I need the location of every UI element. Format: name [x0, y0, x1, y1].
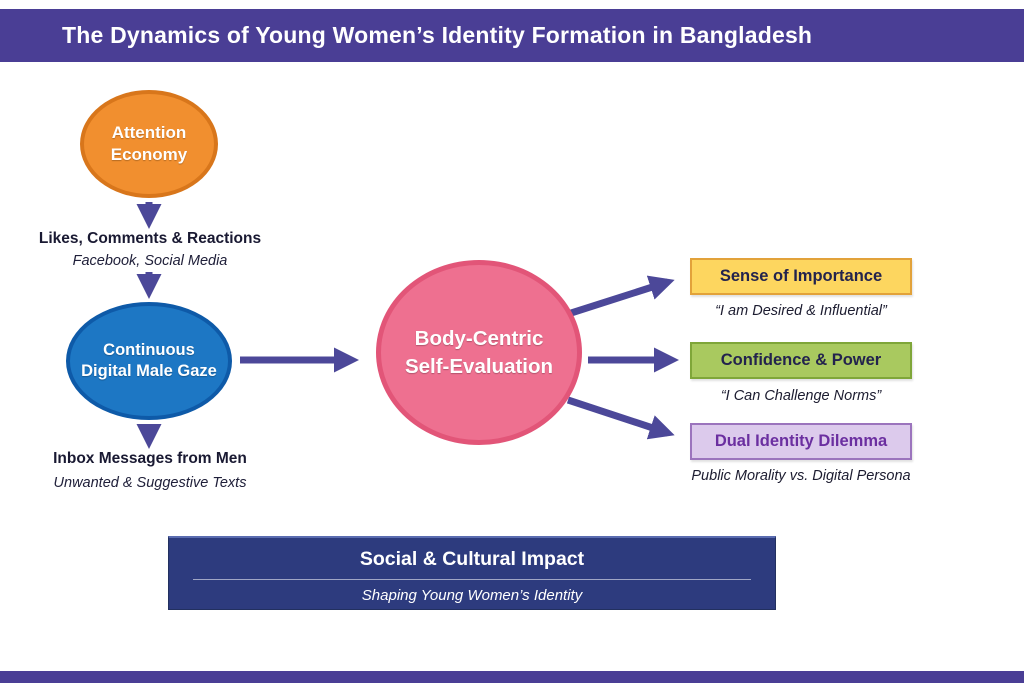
header-banner: The Dynamics of Young Women’s Identity F…	[0, 9, 1024, 62]
node-body-centric-self-evaluation: Body-Centric Self-Evaluation	[376, 260, 582, 445]
page-title: The Dynamics of Young Women’s Identity F…	[62, 22, 813, 48]
outcome-sense-of-importance-caption: “I am Desired & Influential”	[715, 303, 887, 319]
bottom-accent-strip	[0, 671, 1024, 683]
arrow-center-to-dilemma	[566, 396, 675, 440]
arrow-center-to-importance	[566, 275, 675, 318]
inbox-messages-subtext: Unwanted & Suggestive Texts	[53, 475, 247, 491]
node-digital-male-gaze-line2: Digital Male Gaze	[81, 362, 217, 380]
outcome-confidence-and-power: Confidence & Power	[690, 342, 912, 379]
node-attention-economy-line2: Economy	[110, 145, 188, 164]
likes-comments-label: Likes, Comments & Reactions	[38, 230, 262, 247]
node-digital-male-gaze: Continuous Digital Male Gaze	[66, 302, 232, 420]
node-attention-economy-line1: Attention	[111, 122, 187, 142]
outcome-dual-identity-dilemma: Dual Identity Dilemma	[690, 423, 912, 460]
node-attention-economy: Attention Economy	[80, 90, 218, 198]
impact-subtitle: Shaping Young Women’s Identity	[361, 587, 583, 604]
node-body-centric-line1: Body-Centric	[414, 326, 544, 350]
node-body-centric-line2: Self-Evaluation	[404, 354, 554, 378]
outcome-sense-of-importance: Sense of Importance	[690, 258, 912, 295]
outcome-dual-identity-dilemma-caption: Public Morality vs. Digital Persona	[691, 468, 911, 484]
impact-divider	[193, 579, 751, 580]
node-digital-male-gaze-line1: Continuous	[103, 340, 195, 359]
likes-comments-subtext: Facebook, Social Media	[72, 253, 228, 269]
inbox-messages-label: Inbox Messages from Men	[53, 450, 247, 467]
outcome-confidence-and-power-caption: “I Can Challenge Norms”	[720, 388, 882, 404]
social-cultural-impact-box: Social & Cultural Impact Shaping Young W…	[168, 536, 776, 610]
impact-title: Social & Cultural Impact	[359, 548, 585, 570]
